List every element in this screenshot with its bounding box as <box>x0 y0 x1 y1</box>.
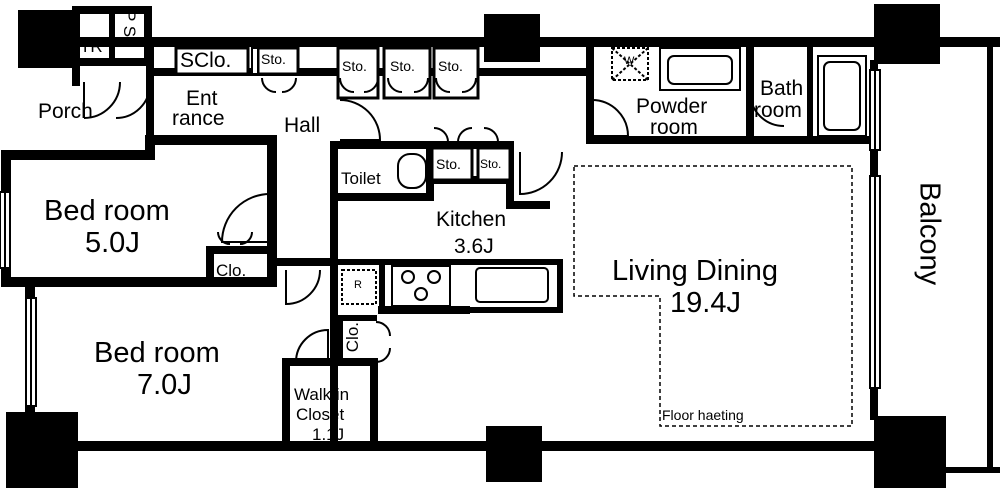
tr-label: TR <box>80 37 103 56</box>
toilet-bowl <box>397 153 427 189</box>
walk-in-closet-label-2: Closet <box>296 405 345 424</box>
sto-label-1: Sto. <box>261 51 286 67</box>
fridge-mark: R <box>354 279 362 291</box>
structural-columns <box>6 4 946 488</box>
sto-label-4: Sto. <box>438 58 463 74</box>
porch-label: Porch <box>38 100 93 123</box>
entrance-label-1: Ent <box>186 87 218 110</box>
walk-in-closet-size: 1.1J <box>312 425 345 444</box>
entrance-label-2: rance <box>172 107 225 130</box>
sto-label-5: Sto. <box>436 156 461 172</box>
bath-room-label-2: room <box>754 99 802 122</box>
closet-label-1: Clo. <box>216 261 247 280</box>
bedroom-5j-size: 5.0J <box>85 227 140 259</box>
fixtures <box>251 47 867 307</box>
toilet-label: Toilet <box>341 169 381 188</box>
living-dining-name: Living Dining <box>612 255 779 287</box>
bath-room-label-1: Bath <box>760 77 804 100</box>
sclo-label: SClo. <box>180 49 232 72</box>
column-bottom-mid <box>486 426 542 482</box>
windows <box>0 69 881 407</box>
kitchen-name: Kitchen <box>436 208 507 231</box>
fridge-box <box>341 269 377 305</box>
balcony-label: Balcony <box>913 182 946 286</box>
walls <box>1 6 1000 473</box>
bedroom-5j-name: Bed room <box>44 195 170 227</box>
bedroom-7j-name: Bed room <box>94 337 220 369</box>
sto-label-2: Sto. <box>342 58 367 74</box>
living-dining-size: 19.4J <box>670 287 741 319</box>
column-top-right <box>874 4 940 64</box>
column-bottom-left <box>6 412 78 488</box>
kitchen-size: 3.6J <box>454 235 494 258</box>
washer-mark: W <box>624 55 635 67</box>
powder-room-label-2: room <box>650 116 698 139</box>
stove <box>391 265 451 307</box>
hall-label: Hall <box>284 114 321 137</box>
sto-label-6: Sto. <box>480 157 502 171</box>
sto-label-3: Sto. <box>390 58 415 74</box>
sink <box>475 267 549 303</box>
bedroom-7j-size: 7.0J <box>137 369 192 401</box>
column-top-left <box>18 10 76 68</box>
walk-in-closet-label-1: Walk in <box>294 385 350 404</box>
column-bottom-right <box>874 416 946 488</box>
ps-label: P S <box>119 10 139 38</box>
floor-heating-label: Floor haeting <box>662 407 744 423</box>
powder-room-label-1: Powder <box>636 95 708 118</box>
closet-label-2: Clo. <box>343 322 362 353</box>
floor-heating-area <box>573 165 853 427</box>
door-swings <box>83 77 785 363</box>
